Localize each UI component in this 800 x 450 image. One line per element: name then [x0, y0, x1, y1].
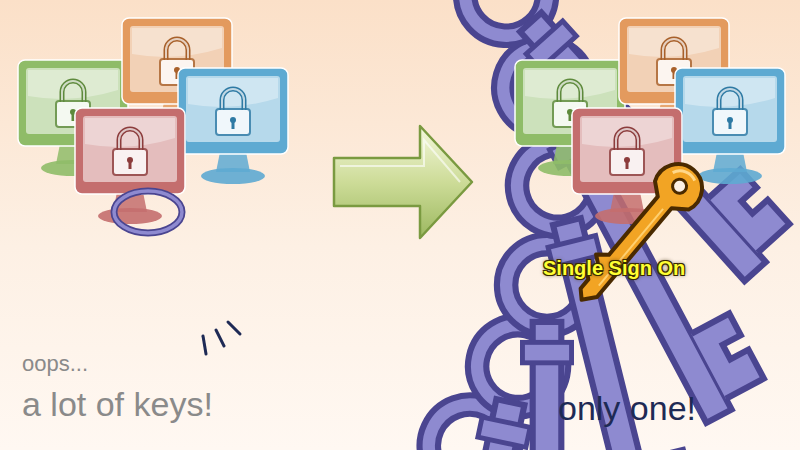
- caption-text: a lot of keys!: [22, 386, 213, 423]
- single-key: [565, 154, 712, 316]
- key-bunch: [114, 0, 798, 450]
- key-label: Single Sign On: [543, 257, 685, 279]
- caption-text: only one!: [558, 390, 696, 427]
- caption-note: oops...: [22, 352, 88, 376]
- monitor-group-right: [515, 18, 785, 224]
- transition-arrow: [334, 126, 472, 238]
